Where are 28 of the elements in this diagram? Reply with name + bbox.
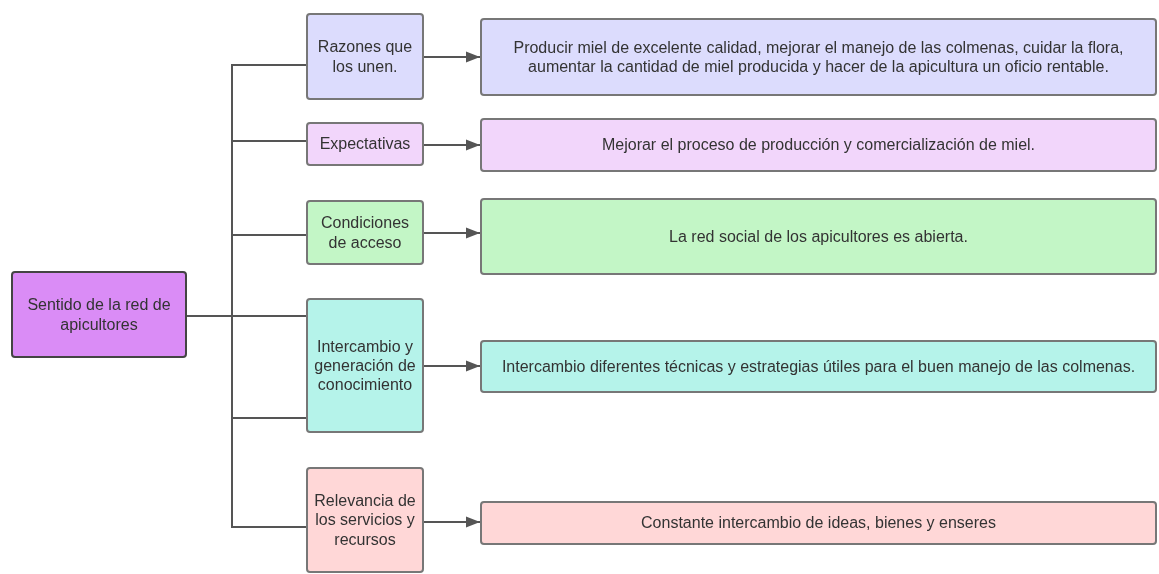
box-text: Expectativas: [319, 134, 411, 154]
category-box: [306, 122, 424, 166]
description-box: [480, 198, 1157, 275]
arrow: [423, 139, 481, 151]
category-box: [306, 13, 424, 100]
description-box: [480, 18, 1157, 96]
category-box: [306, 298, 424, 433]
box-text: La red social de los apicultores es abierta.: [669, 226, 968, 247]
arrow: [423, 227, 481, 239]
box-text: Relevancia de los servicios y recursos: [313, 491, 417, 549]
box-text: Producir miel de excelente calidad, mejorar el manejo de las colmenas, cuidar la flora, aumentar la cantidad de miel producida y hacer de la apicultura un oficio rentable.: [512, 37, 1125, 77]
box-text: Razones que los unen.: [316, 37, 414, 76]
box-text: Intercambio y generación de conocimiento: [313, 336, 417, 395]
category-box: [306, 200, 424, 265]
arrow: [423, 360, 481, 372]
box-text: Condiciones de acceso: [319, 213, 411, 252]
description-box: [480, 501, 1157, 545]
box-text: Constante intercambio de ideas, bienes y enseres: [641, 513, 996, 533]
box-text: Mejorar el proceso de producción y comercialización de miel.: [601, 135, 1036, 155]
arrow: [423, 516, 481, 528]
connector-line: [186, 315, 307, 528]
description-box: [480, 118, 1157, 172]
box-text: Sentido de la red de apicultores: [26, 295, 172, 334]
category-box: [306, 467, 424, 573]
description-box: [480, 340, 1157, 393]
arrow: [423, 51, 481, 63]
box-text: Intercambio diferentes técnicas y estrategias útiles para el buen manejo de las colmenas.: [501, 356, 1136, 377]
root-box: [11, 271, 187, 358]
